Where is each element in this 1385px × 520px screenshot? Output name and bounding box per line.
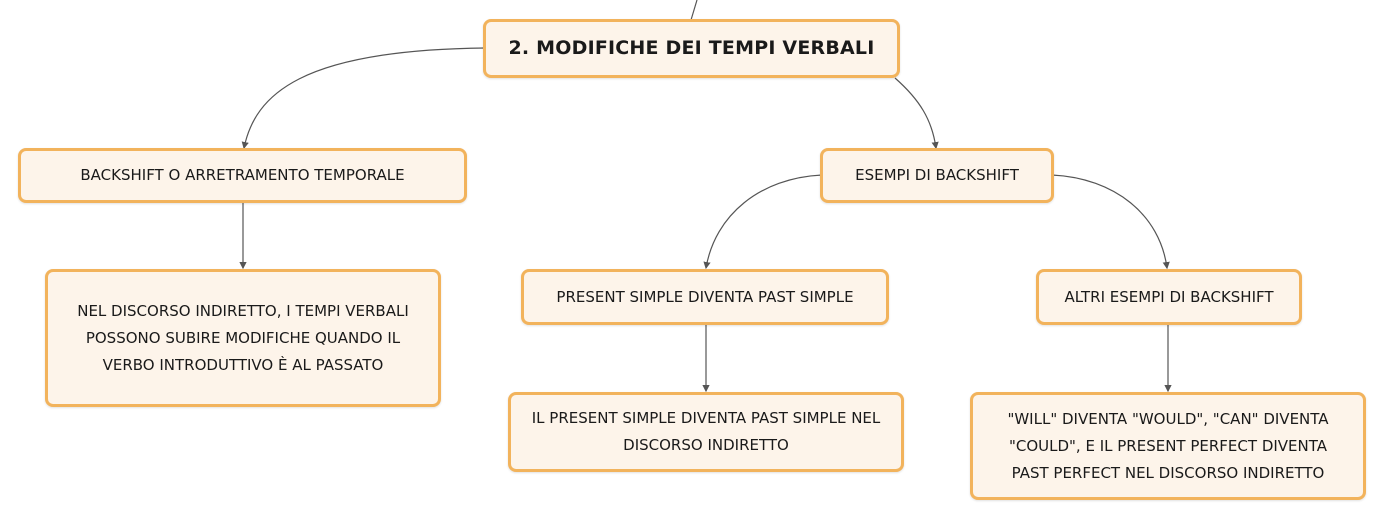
node-discorso-indiretto-description-label: NEL DISCORSO INDIRETTO, I TEMPI VERBALI … <box>77 301 409 374</box>
connector-esempi-to-present-simple <box>703 174 823 270</box>
node-altri-esempi-detail-label: "WILL" DIVENTA "WOULD", "CAN" DIVENTA "C… <box>1007 409 1329 482</box>
connector-esempi-to-altri <box>1051 174 1170 270</box>
connector-root-to-esempi <box>894 77 939 150</box>
node-altri-esempi-detail[interactable]: "WILL" DIVENTA "WOULD", "CAN" DIVENTA "C… <box>970 392 1366 500</box>
root-node-label: 2. MODIFICHE DEI TEMPI VERBALI <box>508 37 875 59</box>
root-node[interactable]: 2. MODIFICHE DEI TEMPI VERBALI <box>483 19 900 78</box>
node-present-simple-label: PRESENT SIMPLE DIVENTA PAST SIMPLE <box>556 287 854 306</box>
node-esempi-di-backshift-label: ESEMPI DI BACKSHIFT <box>855 166 1019 184</box>
node-altri-esempi-label: ALTRI ESEMPI DI BACKSHIFT <box>1064 287 1274 306</box>
node-discorso-indiretto-description[interactable]: NEL DISCORSO INDIRETTO, I TEMPI VERBALI … <box>45 269 441 407</box>
node-present-simple-detail[interactable]: IL PRESENT SIMPLE DIVENTA PAST SIMPLE NE… <box>508 392 904 472</box>
node-altri-esempi[interactable]: ALTRI ESEMPI DI BACKSHIFT <box>1036 269 1302 325</box>
node-backshift-arretramento[interactable]: BACKSHIFT O ARRETRAMENTO TEMPORALE <box>18 148 467 203</box>
node-backshift-arretramento-label: BACKSHIFT O ARRETRAMENTO TEMPORALE <box>80 166 405 184</box>
connector-root-to-backshift <box>241 47 486 150</box>
incoming-connector <box>690 0 698 21</box>
node-present-simple[interactable]: PRESENT SIMPLE DIVENTA PAST SIMPLE <box>521 269 889 325</box>
node-esempi-di-backshift[interactable]: ESEMPI DI BACKSHIFT <box>820 148 1054 203</box>
node-present-simple-detail-label: IL PRESENT SIMPLE DIVENTA PAST SIMPLE NE… <box>531 409 881 454</box>
